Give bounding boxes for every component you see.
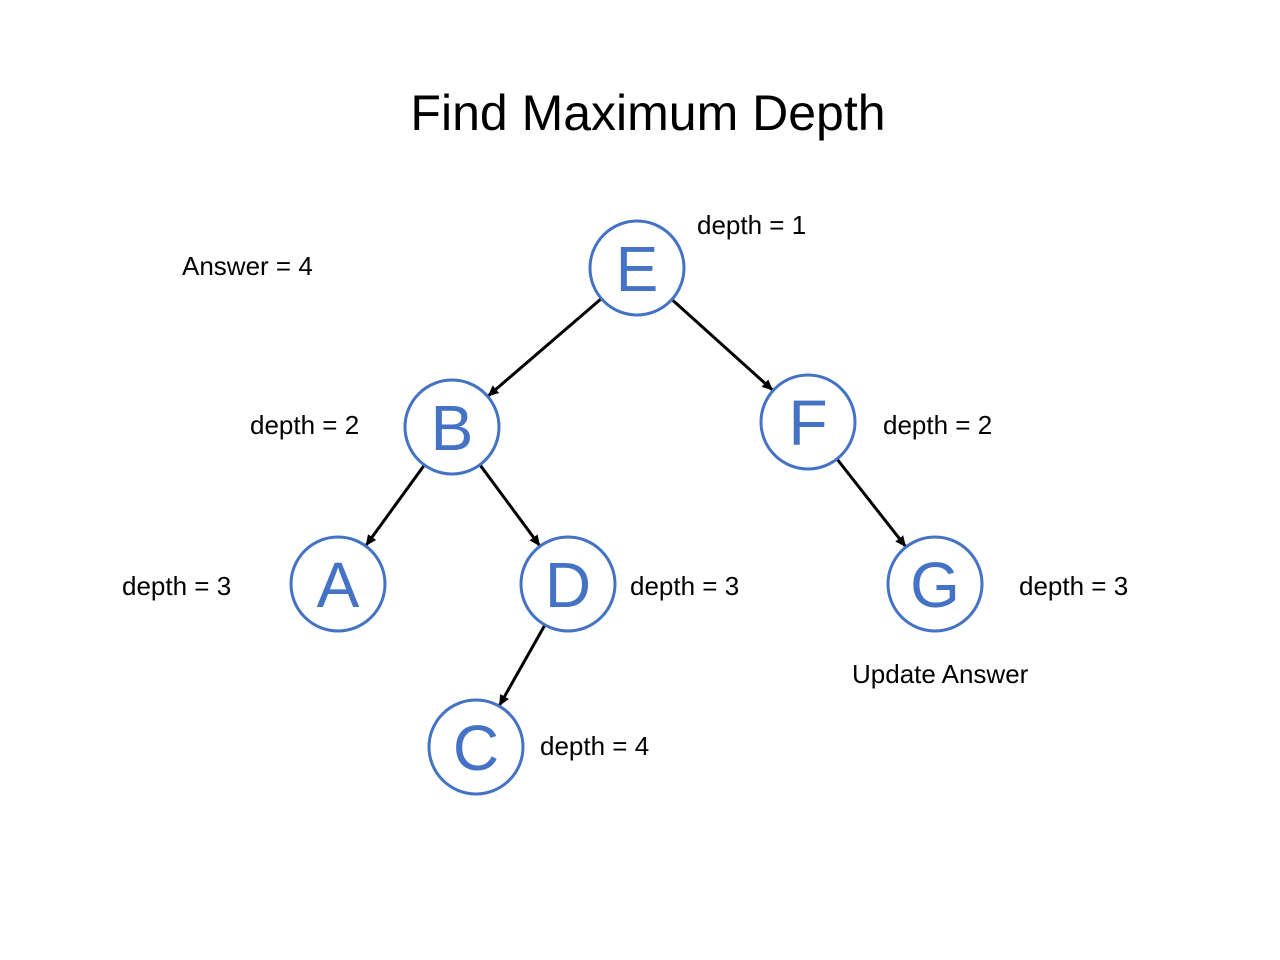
depth-label-d: depth = 3	[630, 571, 740, 601]
node-label-f: F	[788, 387, 827, 459]
node-g: G	[886, 535, 984, 633]
node-label-g: G	[910, 549, 960, 621]
edge-f-g	[835, 458, 907, 548]
depth-label-e: depth = 1	[697, 210, 807, 240]
depth-label-f: depth = 2	[883, 410, 993, 440]
node-c: C	[427, 698, 525, 796]
node-label-d: D	[545, 549, 591, 621]
edge-b-d	[478, 463, 541, 547]
node-e: E	[588, 219, 686, 317]
page-title: Find Maximum Depth	[410, 85, 886, 141]
node-circle-f	[759, 373, 857, 471]
node-circle-c	[427, 698, 525, 796]
node-circle-d	[519, 535, 617, 633]
depth-label-b: depth = 2	[250, 410, 360, 440]
edges-layer	[364, 297, 907, 707]
update-answer-note: Update Answer	[852, 659, 1029, 689]
node-label-a: A	[317, 549, 360, 621]
node-b: B	[403, 378, 501, 476]
node-label-b: B	[431, 392, 474, 464]
edge-d-c	[498, 624, 547, 707]
node-circle-a	[289, 535, 387, 633]
depth-label-c: depth = 4	[540, 731, 650, 761]
node-d: D	[519, 535, 617, 633]
node-circle-e	[588, 219, 686, 317]
node-circle-b	[403, 378, 501, 476]
node-f: F	[759, 373, 857, 471]
nodes-layer: E B F A D G C	[289, 219, 984, 796]
node-a: A	[289, 535, 387, 633]
depth-label-a: depth = 3	[122, 571, 232, 601]
edge-e-f	[670, 298, 774, 391]
answer-label: Answer = 4	[182, 251, 313, 281]
edge-b-a	[364, 464, 426, 547]
node-label-e: E	[616, 233, 659, 305]
edge-e-b	[487, 297, 603, 397]
depth-label-g: depth = 3	[1019, 571, 1129, 601]
node-circle-g	[886, 535, 984, 633]
node-label-c: C	[453, 712, 499, 784]
